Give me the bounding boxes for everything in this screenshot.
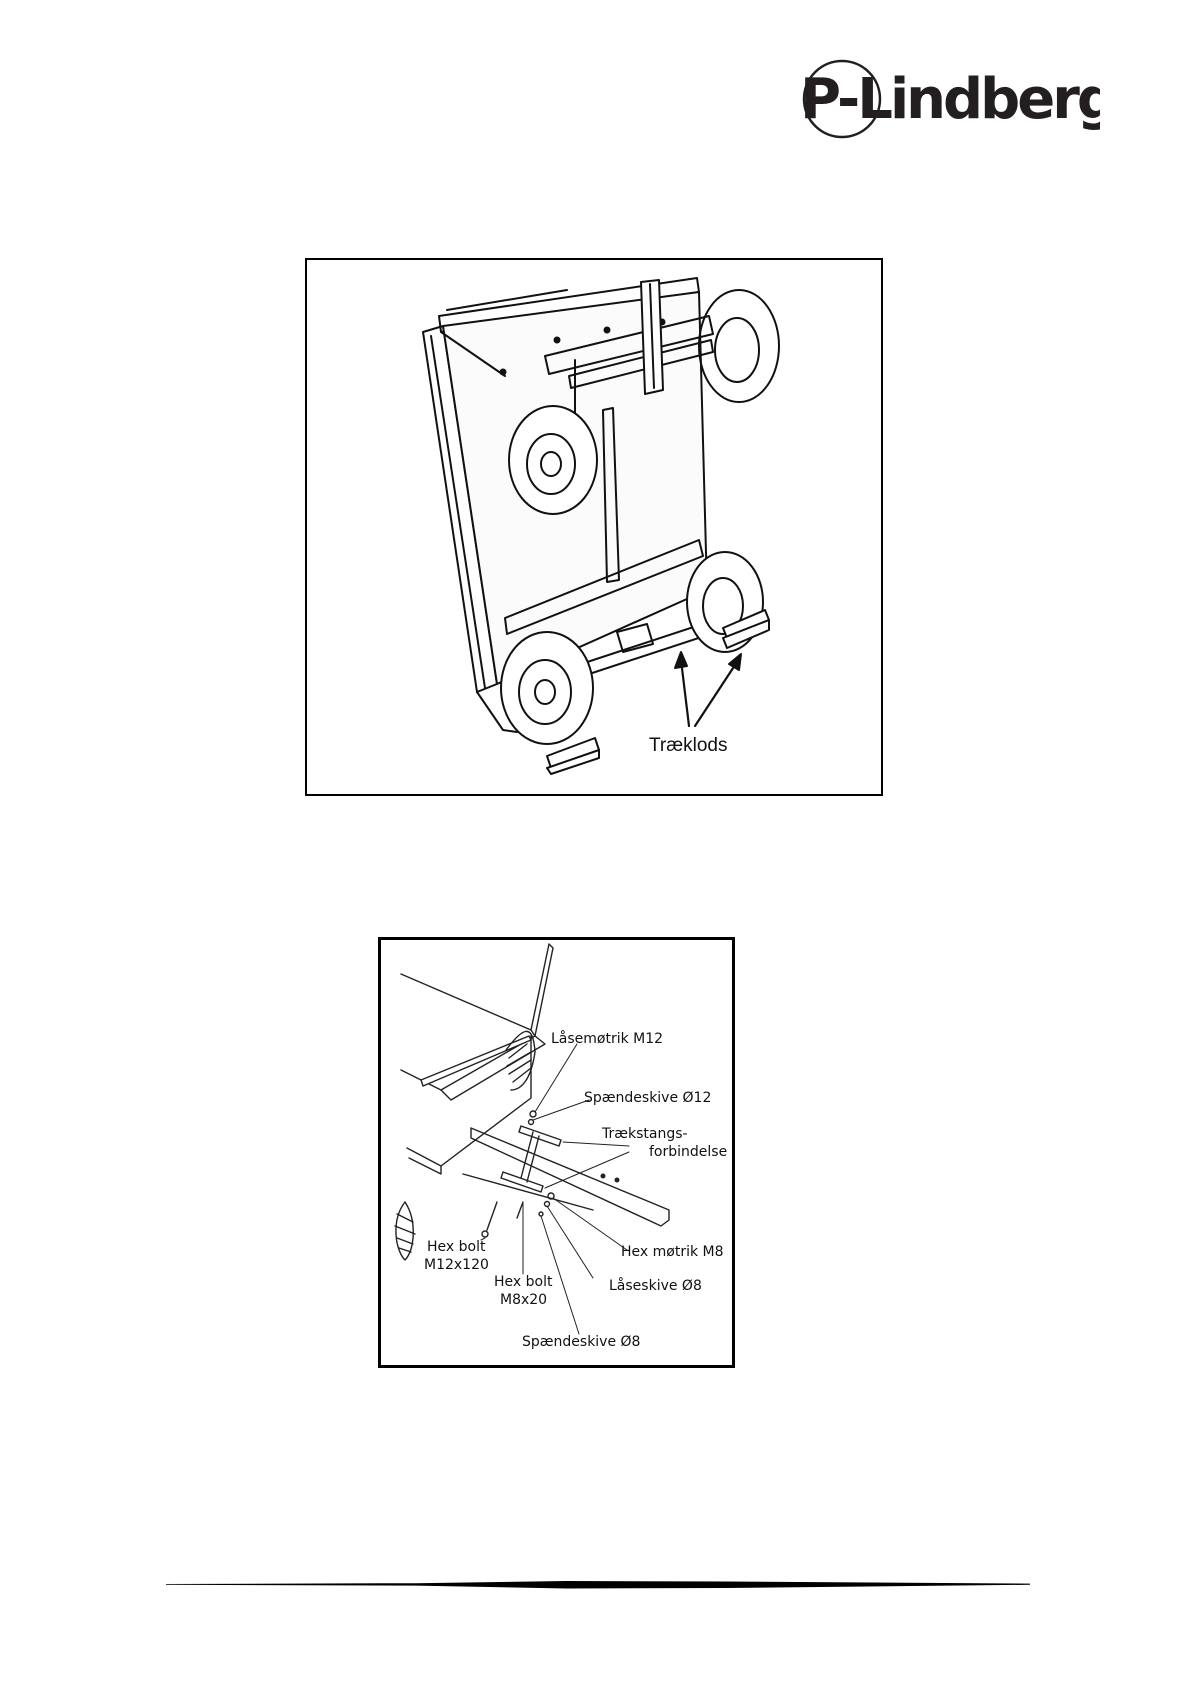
label-traeklods: Træklods [649, 736, 727, 757]
label-spaendeskive-8: Spændeskive Ø8 [522, 1335, 640, 1350]
label-hex-bolt-m12-line2: M12x120 [424, 1258, 489, 1273]
figure-cart-underside: Træklods [305, 258, 883, 796]
label-spaendeskive-12: Spændeskive Ø12 [584, 1091, 711, 1106]
label-hex-bolt-m8-line2: M8x20 [500, 1293, 547, 1308]
p-lindberg-logo: P-Lindberg [800, 58, 1100, 140]
label-hex-bolt-m8-line1: Hex bolt [494, 1275, 552, 1290]
label-hex-moetrik: Hex møtrik M8 [621, 1245, 724, 1260]
cart-underside-drawing [307, 260, 881, 794]
label-laaseskive: Låseskive Ø8 [609, 1279, 702, 1294]
label-laasemoetrik: Låsemøtrik M12 [551, 1032, 663, 1047]
label-hex-bolt-m12-line1: Hex bolt [427, 1240, 485, 1255]
logo-text: P-Lindberg [800, 67, 1100, 132]
label-traekstangs-line2: forbindelse [649, 1145, 727, 1160]
figure-drawbar-hardware: Låsemøtrik M12 Spændeskive Ø12 Trækstang… [378, 937, 735, 1368]
footer-rule [166, 1580, 1030, 1589]
label-traekstangs-line1: Trækstangs- [602, 1127, 688, 1142]
